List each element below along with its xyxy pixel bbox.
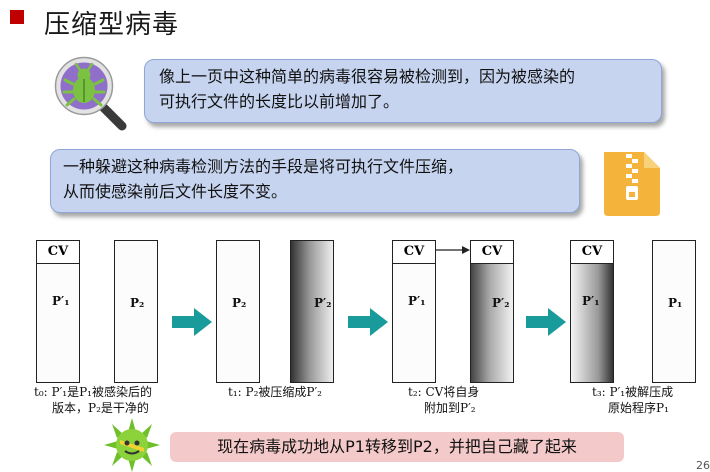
callout-line: 可执行文件的长度比以前增加了。	[159, 92, 400, 111]
caption-line: t₃: P′₁被解压成	[592, 385, 674, 399]
arrow-right-icon	[526, 308, 566, 336]
block-label: P′₂	[492, 296, 510, 310]
conclusion-banner: 现在病毒成功地从P1转移到P2，并把自己藏了起来	[170, 432, 624, 462]
caption-t2: t₂: CV将自身 附加到P′₂	[408, 384, 479, 416]
arrow-right-icon	[172, 308, 212, 336]
page-title: 压缩型病毒	[44, 10, 180, 40]
program-block-p2-compressed	[470, 263, 514, 383]
block-label: P′₁	[582, 294, 600, 308]
block-label: P′₁	[408, 294, 426, 308]
caption-line: t₁: P₂被压缩成P′₂	[228, 385, 322, 399]
block-label: P₁	[668, 296, 683, 310]
callout-line: 一种躲避这种病毒检测方法的手段是将可执行文件压缩，	[63, 157, 464, 176]
callout-line: 像上一页中这种简单的病毒很容易被检测到，因为被感染的	[159, 67, 576, 86]
caption-line: t₂: CV将自身	[408, 385, 480, 399]
compression-virus-figure: CV P′₁ P₂ t₀: P′₁是P₁被感染后的 版本，P₂是干净的 P₂ P…	[26, 226, 706, 426]
program-block-p2	[114, 240, 158, 383]
caption-t1: t₁: P₂被压缩成P′₂	[228, 384, 322, 400]
program-block-p1	[652, 240, 696, 383]
caption-t3: t₃: P′₁被解压成 原始程序P₁	[592, 384, 673, 416]
caption-line: t₀: P′₁是P₁被感染后的	[34, 385, 152, 399]
program-block-p1-infected	[570, 263, 614, 383]
callout-compression: 一种躲避这种病毒检测方法的手段是将可执行文件压缩， 从而使感染前后文件长度不变。	[50, 149, 580, 213]
callout-length-increase: 像上一页中这种简单的病毒很容易被检测到，因为被感染的 可执行文件的长度比以前增加…	[144, 59, 662, 123]
callout-line: 从而使感染前后文件长度不变。	[63, 182, 288, 201]
program-block-p2-compressed	[290, 240, 334, 383]
zip-file-icon	[604, 152, 660, 216]
program-block-p2	[216, 240, 260, 383]
arrow-right-icon	[436, 246, 470, 254]
block-label: P₂	[232, 296, 247, 310]
program-block-p1-infected	[392, 263, 436, 383]
caption-line: 原始程序P₁	[608, 401, 669, 415]
arrow-right-icon	[348, 308, 388, 336]
caption-line: 附加到P′₂	[424, 401, 476, 415]
page-number: 26	[696, 459, 710, 472]
caption-t0: t₀: P′₁是P₁被感染后的 版本，P₂是干净的	[34, 384, 152, 416]
cv-label: CV	[392, 240, 436, 264]
cv-label: CV	[570, 240, 614, 264]
program-block-p1-infected	[36, 263, 80, 383]
caption-line: 版本，P₂是干净的	[52, 401, 149, 415]
block-label: P′₂	[314, 296, 332, 310]
block-label: P₂	[130, 296, 145, 310]
virus-icon	[104, 418, 160, 472]
block-label: P′₁	[52, 294, 70, 308]
title-bullet	[10, 10, 24, 24]
cv-label: CV	[470, 240, 514, 264]
bug-magnifier-icon	[54, 56, 127, 131]
cv-label: CV	[36, 240, 80, 264]
